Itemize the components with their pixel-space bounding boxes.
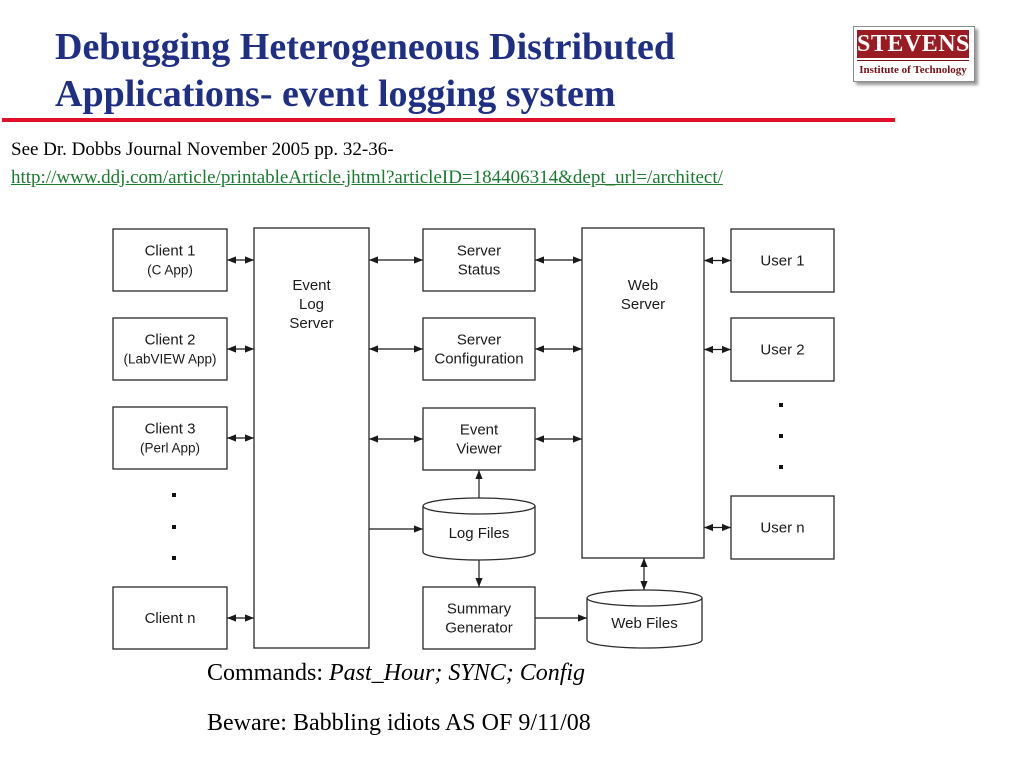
node-label: Server <box>457 243 501 260</box>
cylinder-rim <box>422 505 536 515</box>
ellipsis-dot <box>172 493 176 497</box>
node-label: Event <box>292 277 331 294</box>
node-label: Client n <box>145 610 196 627</box>
node-usern: User n <box>730 495 835 560</box>
logo-subtitle: Institute of Technology <box>857 60 969 79</box>
title-line-1: Debugging Heterogeneous Distributed <box>55 26 675 68</box>
node-box <box>422 407 536 471</box>
slide-title: Debugging Heterogeneous Distributed Appl… <box>55 24 835 118</box>
node-label: User n <box>760 520 804 537</box>
commands-line: Commands: Past_Hour; SYNC; Config <box>207 660 585 687</box>
node-label: Server <box>457 332 501 349</box>
node-label: Summary <box>447 601 512 618</box>
node-box <box>730 495 835 560</box>
node-web-files: Web Files <box>586 589 703 649</box>
node-label: Client 1 <box>145 243 196 260</box>
diagram-nodes: Client 1(C App)Client 2(LabVIEW App)Clie… <box>112 227 835 650</box>
node-label: Web <box>628 277 659 294</box>
stevens-logo: STEVENS Institute of Technology <box>853 26 975 82</box>
node-label: Log <box>299 296 324 313</box>
node-clientn: Client n <box>112 586 228 650</box>
node-label: (Perl App) <box>140 441 200 456</box>
ellipsis-dot <box>779 465 783 469</box>
node-box <box>422 228 536 292</box>
node-label: Viewer <box>456 441 502 458</box>
node-label: Event <box>460 422 499 439</box>
node-label: Server <box>621 296 665 313</box>
node-box <box>112 228 228 292</box>
node-label: Log Files <box>449 525 510 542</box>
node-box <box>112 586 228 650</box>
node-box <box>422 317 536 381</box>
node-label: Web Files <box>611 615 677 632</box>
ellipsis-dot <box>779 403 783 407</box>
node-label: Generator <box>445 620 513 637</box>
ellipsis-dot <box>172 556 176 560</box>
node-box <box>581 227 705 559</box>
commands-value: Past_Hour; SYNC; Config <box>329 660 586 686</box>
beware-line: Beware: Babbling idiots AS OF 9/11/08 <box>207 710 591 736</box>
node-label: Client 2 <box>145 332 196 349</box>
node-box <box>253 227 370 649</box>
ellipsis-dot <box>172 525 176 529</box>
title-line-2: Applications- event logging system <box>55 73 616 115</box>
article-link[interactable]: http://www.ddj.com/article/printableArti… <box>11 167 723 188</box>
node-user2: User 2 <box>730 317 835 382</box>
node-label: (LabVIEW App) <box>123 352 216 367</box>
node-label: Client 3 <box>145 421 196 438</box>
title-underline <box>2 118 895 122</box>
node-user1: User 1 <box>730 228 835 293</box>
node-box <box>422 586 536 650</box>
ellipsis-marks <box>172 403 783 560</box>
node-client2: Client 2 (LabVIEW App) <box>112 317 228 381</box>
node-box <box>112 406 228 470</box>
node-label: User 2 <box>760 342 804 359</box>
node-box <box>730 317 835 382</box>
node-label: User 1 <box>760 253 804 270</box>
diagram-edges <box>227 256 731 622</box>
node-log-files: Log Files <box>422 497 536 561</box>
node-label: Status <box>458 262 501 279</box>
node-label: Configuration <box>434 351 523 368</box>
node-label: Server <box>289 315 333 332</box>
reference-text: See Dr. Dobbs Journal November 2005 pp. … <box>11 139 394 160</box>
commands-label: Commands: <box>207 660 330 686</box>
cylinder-rim <box>586 597 703 607</box>
node-label: (C App) <box>147 263 193 278</box>
node-box <box>730 228 835 293</box>
node-box <box>112 317 228 381</box>
node-client1: Client 1 (C App) <box>112 228 228 292</box>
ellipsis-dot <box>779 434 783 438</box>
node-client3: Client 3 (Perl App) <box>112 406 228 470</box>
logo-wordmark: STEVENS <box>857 30 970 58</box>
